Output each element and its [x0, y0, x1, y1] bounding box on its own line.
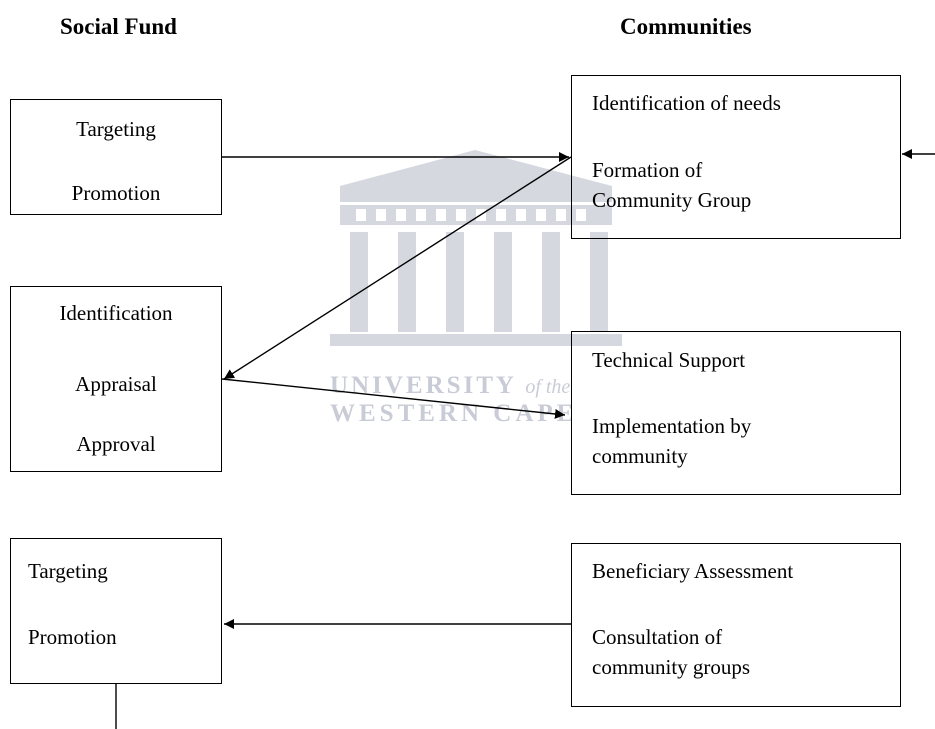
box-text: community groups: [592, 655, 751, 679]
box-text: community: [592, 444, 688, 468]
header-social-fund: Social Fund: [60, 14, 177, 39]
arrow-needs-to-appraisal: [223, 156, 572, 380]
box-social-fund-targeting-top: Targeting Promotion: [10, 99, 222, 215]
watermark-line1: UNIVERSITY of the: [330, 372, 571, 399]
arrow-appraisal-to-implementation: [221, 378, 566, 419]
header-communities: Communities: [620, 14, 752, 39]
box-text: Targeting: [76, 117, 156, 141]
box-text: Consultation of: [592, 625, 723, 649]
box-text: Promotion: [71, 181, 161, 205]
box-text: Formation of: [592, 158, 703, 182]
box-social-fund-targeting-bottom: Targeting Promotion: [10, 538, 222, 684]
box-community-implementation: Technical Support Implementation by comm…: [571, 331, 901, 495]
box-text: Appraisal: [75, 372, 157, 396]
box-text: Identification: [59, 301, 173, 325]
box-text: Implementation by: [592, 414, 752, 438]
box-text: Approval: [76, 432, 156, 456]
box-text: Promotion: [28, 625, 117, 649]
box-community-needs: Identification of needs Formation of Com…: [571, 75, 901, 239]
box-text: Targeting: [28, 559, 108, 583]
box-text: Beneficiary Assessment: [592, 559, 794, 583]
box-text: Identification of needs: [592, 91, 781, 115]
box-text: Technical Support: [592, 348, 746, 372]
box-social-fund-appraisal: Identification Appraisal Approval: [10, 286, 222, 472]
watermark-line2: WESTERN CAPE: [330, 400, 578, 427]
box-text: Community Group: [592, 188, 752, 212]
box-community-assessment: Beneficiary Assessment Consultation of c…: [571, 543, 901, 707]
